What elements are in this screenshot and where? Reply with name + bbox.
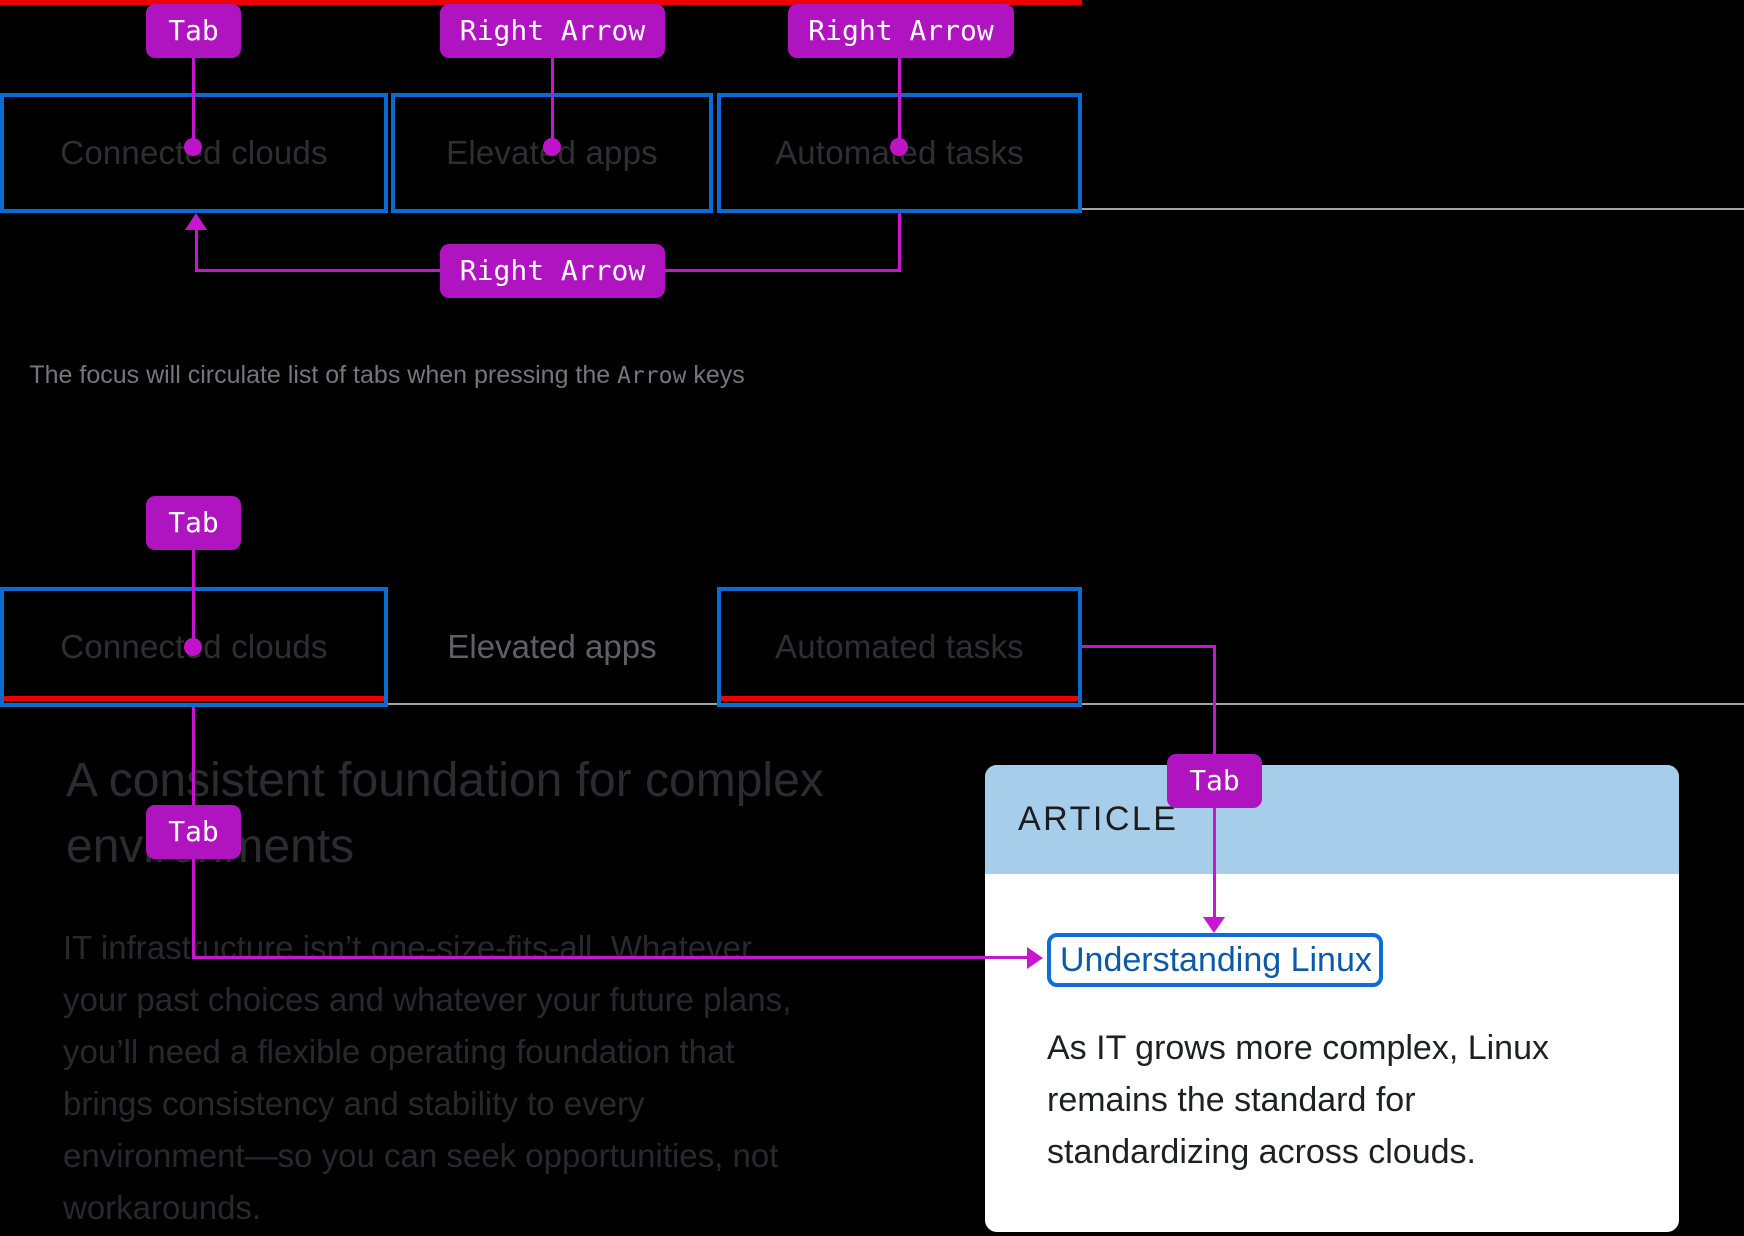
key-label2-tab-from-connected: Tab xyxy=(146,805,241,859)
focus-dot-elevated xyxy=(543,138,561,156)
focus-dot-connected xyxy=(184,138,202,156)
connector2-automated-down-1 xyxy=(1213,645,1216,757)
page-paragraph: IT infrastructure isn’t one-size-fits-al… xyxy=(63,929,792,1226)
key-label2-tab-from-automated: Tab xyxy=(1167,754,1262,808)
key-label-right-arrow-circulate: Right Arrow xyxy=(440,244,665,298)
article-card-paragraph: As IT grows more complex, Linux remains … xyxy=(1047,1029,1549,1171)
link-arrowhead-down-icon xyxy=(1203,917,1225,933)
link-label: Understanding Linux xyxy=(1060,940,1372,979)
tab2-automated-tasks[interactable]: Automated tasks xyxy=(717,587,1082,707)
tab2-elevated-apps[interactable]: Elevated apps xyxy=(391,587,713,707)
key-label-tab: Tab xyxy=(146,4,241,58)
tab-row-divider xyxy=(1082,208,1744,210)
focus-dot-automated xyxy=(890,138,908,156)
connector2-tab-to-connected xyxy=(192,549,195,639)
key-label2-tab: Tab xyxy=(146,496,241,550)
caption-text-end: keys xyxy=(686,361,745,389)
key-label-right-arrow-1: Right Arrow xyxy=(440,4,665,58)
understanding-linux-link[interactable]: Understanding Linux xyxy=(1047,933,1383,987)
link-arrowhead-right-icon xyxy=(1027,947,1043,969)
page-heading: A consistent foundation for complex envi… xyxy=(66,754,824,873)
connector-arrow-to-automated xyxy=(898,57,901,139)
caption-text: The focus will circulate list of tabs wh… xyxy=(29,361,618,389)
caption: The focus will circulate list of tabs wh… xyxy=(2,332,745,419)
tab-label: Automated tasks xyxy=(775,628,1024,665)
tab-row-underline xyxy=(0,0,1082,5)
article-card-header: ARTICLE xyxy=(985,765,1679,874)
connector2-automated-down-2 xyxy=(1213,807,1216,919)
circulate-arrowhead-icon xyxy=(185,213,207,230)
circulate-line-down xyxy=(898,213,901,271)
tab-label: Elevated apps xyxy=(447,628,657,665)
tab2-automated-underline xyxy=(721,696,1078,701)
connector2-automated-horizontal xyxy=(1082,645,1216,648)
caption-key-name: Arrow xyxy=(617,363,687,389)
connector-arrow-to-elevated xyxy=(551,57,554,139)
focus-dot2-connected xyxy=(184,638,202,656)
connector-tab-to-connected xyxy=(192,57,195,139)
article-card-title: ARTICLE xyxy=(1018,800,1179,838)
tab2-connected-underline xyxy=(4,696,384,701)
connector2-connected-horizontal xyxy=(192,956,1028,959)
key-label-right-arrow-2: Right Arrow xyxy=(788,4,1014,58)
article-card: ARTICLE xyxy=(985,765,1679,1232)
circulate-line-up xyxy=(195,229,198,271)
